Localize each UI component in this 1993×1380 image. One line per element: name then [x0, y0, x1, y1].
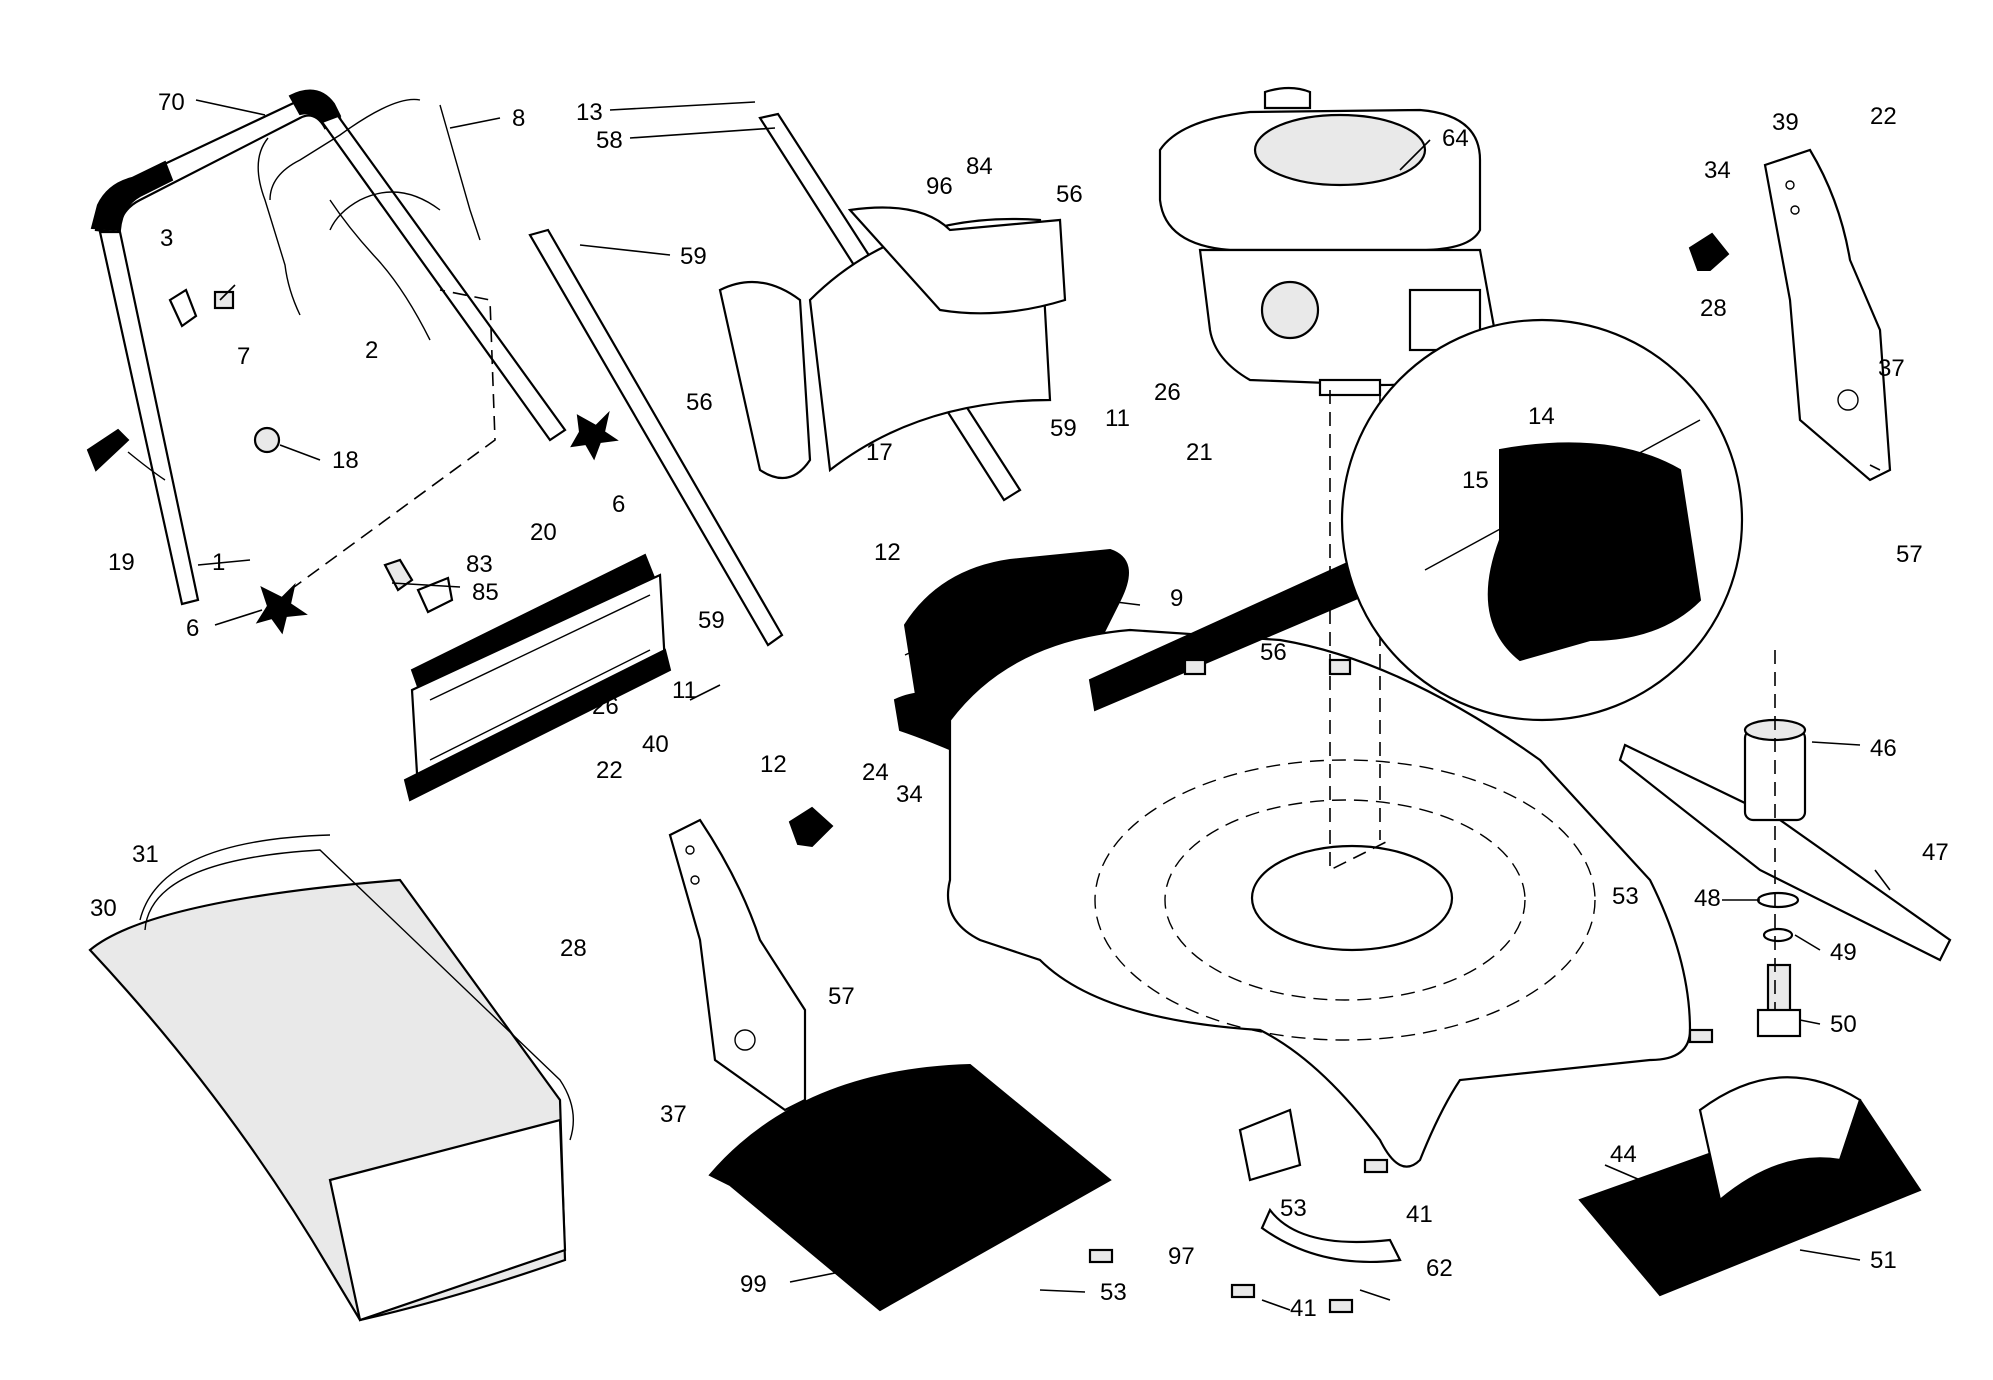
callout-46: 46 [1870, 735, 1897, 762]
callout-14: 14 [1528, 403, 1555, 430]
callout-96: 96 [926, 173, 953, 200]
callout-44: 44 [1610, 1141, 1637, 1168]
callout-53b: 53 [1100, 1279, 1127, 1306]
callout-53: 53 [1612, 883, 1639, 910]
callout-83: 83 [466, 551, 493, 578]
callout-3: 3 [160, 225, 173, 252]
callout-56: 56 [1056, 181, 1083, 208]
callout-18: 18 [332, 447, 359, 474]
callout-11b: 11 [672, 677, 697, 704]
callout-53c: 53 [1280, 1195, 1307, 1222]
callout-26: 26 [1154, 379, 1181, 406]
callout-56d: 56 [1260, 639, 1287, 666]
callout-19: 19 [108, 549, 135, 576]
rear-deflector [383, 553, 672, 802]
callout-22: 22 [1870, 103, 1897, 130]
callout-28: 28 [1700, 295, 1727, 322]
callout-58: 58 [596, 127, 623, 154]
callout-31: 31 [132, 841, 159, 868]
callout-64: 64 [1442, 125, 1469, 152]
callout-56b: 56 [686, 389, 713, 416]
callout-37: 37 [1878, 355, 1905, 382]
callout-51: 51 [1870, 1247, 1897, 1274]
blade-assembly [1618, 650, 1952, 1038]
callout-34b: 34 [896, 781, 923, 808]
callout-50: 50 [1830, 1011, 1857, 1038]
callout-22b: 22 [596, 757, 623, 784]
callout-20: 20 [530, 519, 557, 546]
left-wheel-bracket [668, 806, 834, 1112]
callout-6a: 6 [186, 615, 199, 642]
callout-34: 34 [1704, 157, 1731, 184]
callout-8: 8 [512, 105, 525, 132]
callout-41b: 41 [1290, 1295, 1317, 1322]
callout-1: 1 [212, 549, 225, 576]
callout-41: 41 [1406, 1201, 1433, 1228]
callout-labels: 70 8 13 58 59 96 84 56 64 39 22 34 3 7 2… [90, 89, 1949, 1322]
callout-47: 47 [1922, 839, 1949, 866]
callout-39: 39 [1772, 109, 1799, 136]
hardware [1088, 658, 1714, 1314]
callout-99: 99 [740, 1271, 767, 1298]
callout-59: 59 [680, 243, 707, 270]
callout-40: 40 [642, 731, 669, 758]
callout-24: 24 [862, 759, 889, 786]
callout-57: 57 [1896, 541, 1923, 568]
mower-deck [946, 390, 1692, 1168]
chute-guard [718, 206, 1067, 480]
callout-37b: 37 [660, 1101, 687, 1128]
callout-6b: 6 [612, 491, 625, 518]
callout-97: 97 [1168, 1243, 1195, 1270]
callout-11: 11 [1105, 405, 1130, 432]
callout-59b: 59 [1050, 415, 1077, 442]
callout-30: 30 [90, 895, 117, 922]
callout-84: 84 [966, 153, 993, 180]
grass-bag [88, 834, 575, 1322]
front-skid [708, 1063, 1112, 1312]
detail-inset [1088, 318, 1744, 722]
callout-7: 7 [237, 343, 250, 370]
mulch-plug [1578, 1076, 1922, 1297]
leader-lines [195, 99, 1891, 1311]
callout-57b: 57 [828, 983, 855, 1010]
callout-13: 13 [576, 99, 603, 126]
callout-21: 21 [1186, 439, 1213, 466]
callout-85: 85 [472, 579, 499, 606]
callout-17: 17 [866, 439, 893, 466]
callout-2: 2 [365, 337, 378, 364]
callout-28b: 28 [560, 935, 587, 962]
engine [1158, 86, 1502, 397]
right-wheel-bracket [1688, 148, 1892, 482]
callout-9: 9 [1170, 585, 1183, 612]
callout-15: 15 [1462, 467, 1489, 494]
callout-70: 70 [158, 89, 185, 116]
callout-12: 12 [874, 539, 901, 566]
callout-49: 49 [1830, 939, 1857, 966]
callout-59c: 59 [698, 607, 725, 634]
callout-48: 48 [1694, 885, 1721, 912]
callout-62: 62 [1426, 1255, 1453, 1282]
callout-12b: 12 [760, 751, 787, 778]
callout-26b: 26 [592, 693, 619, 720]
